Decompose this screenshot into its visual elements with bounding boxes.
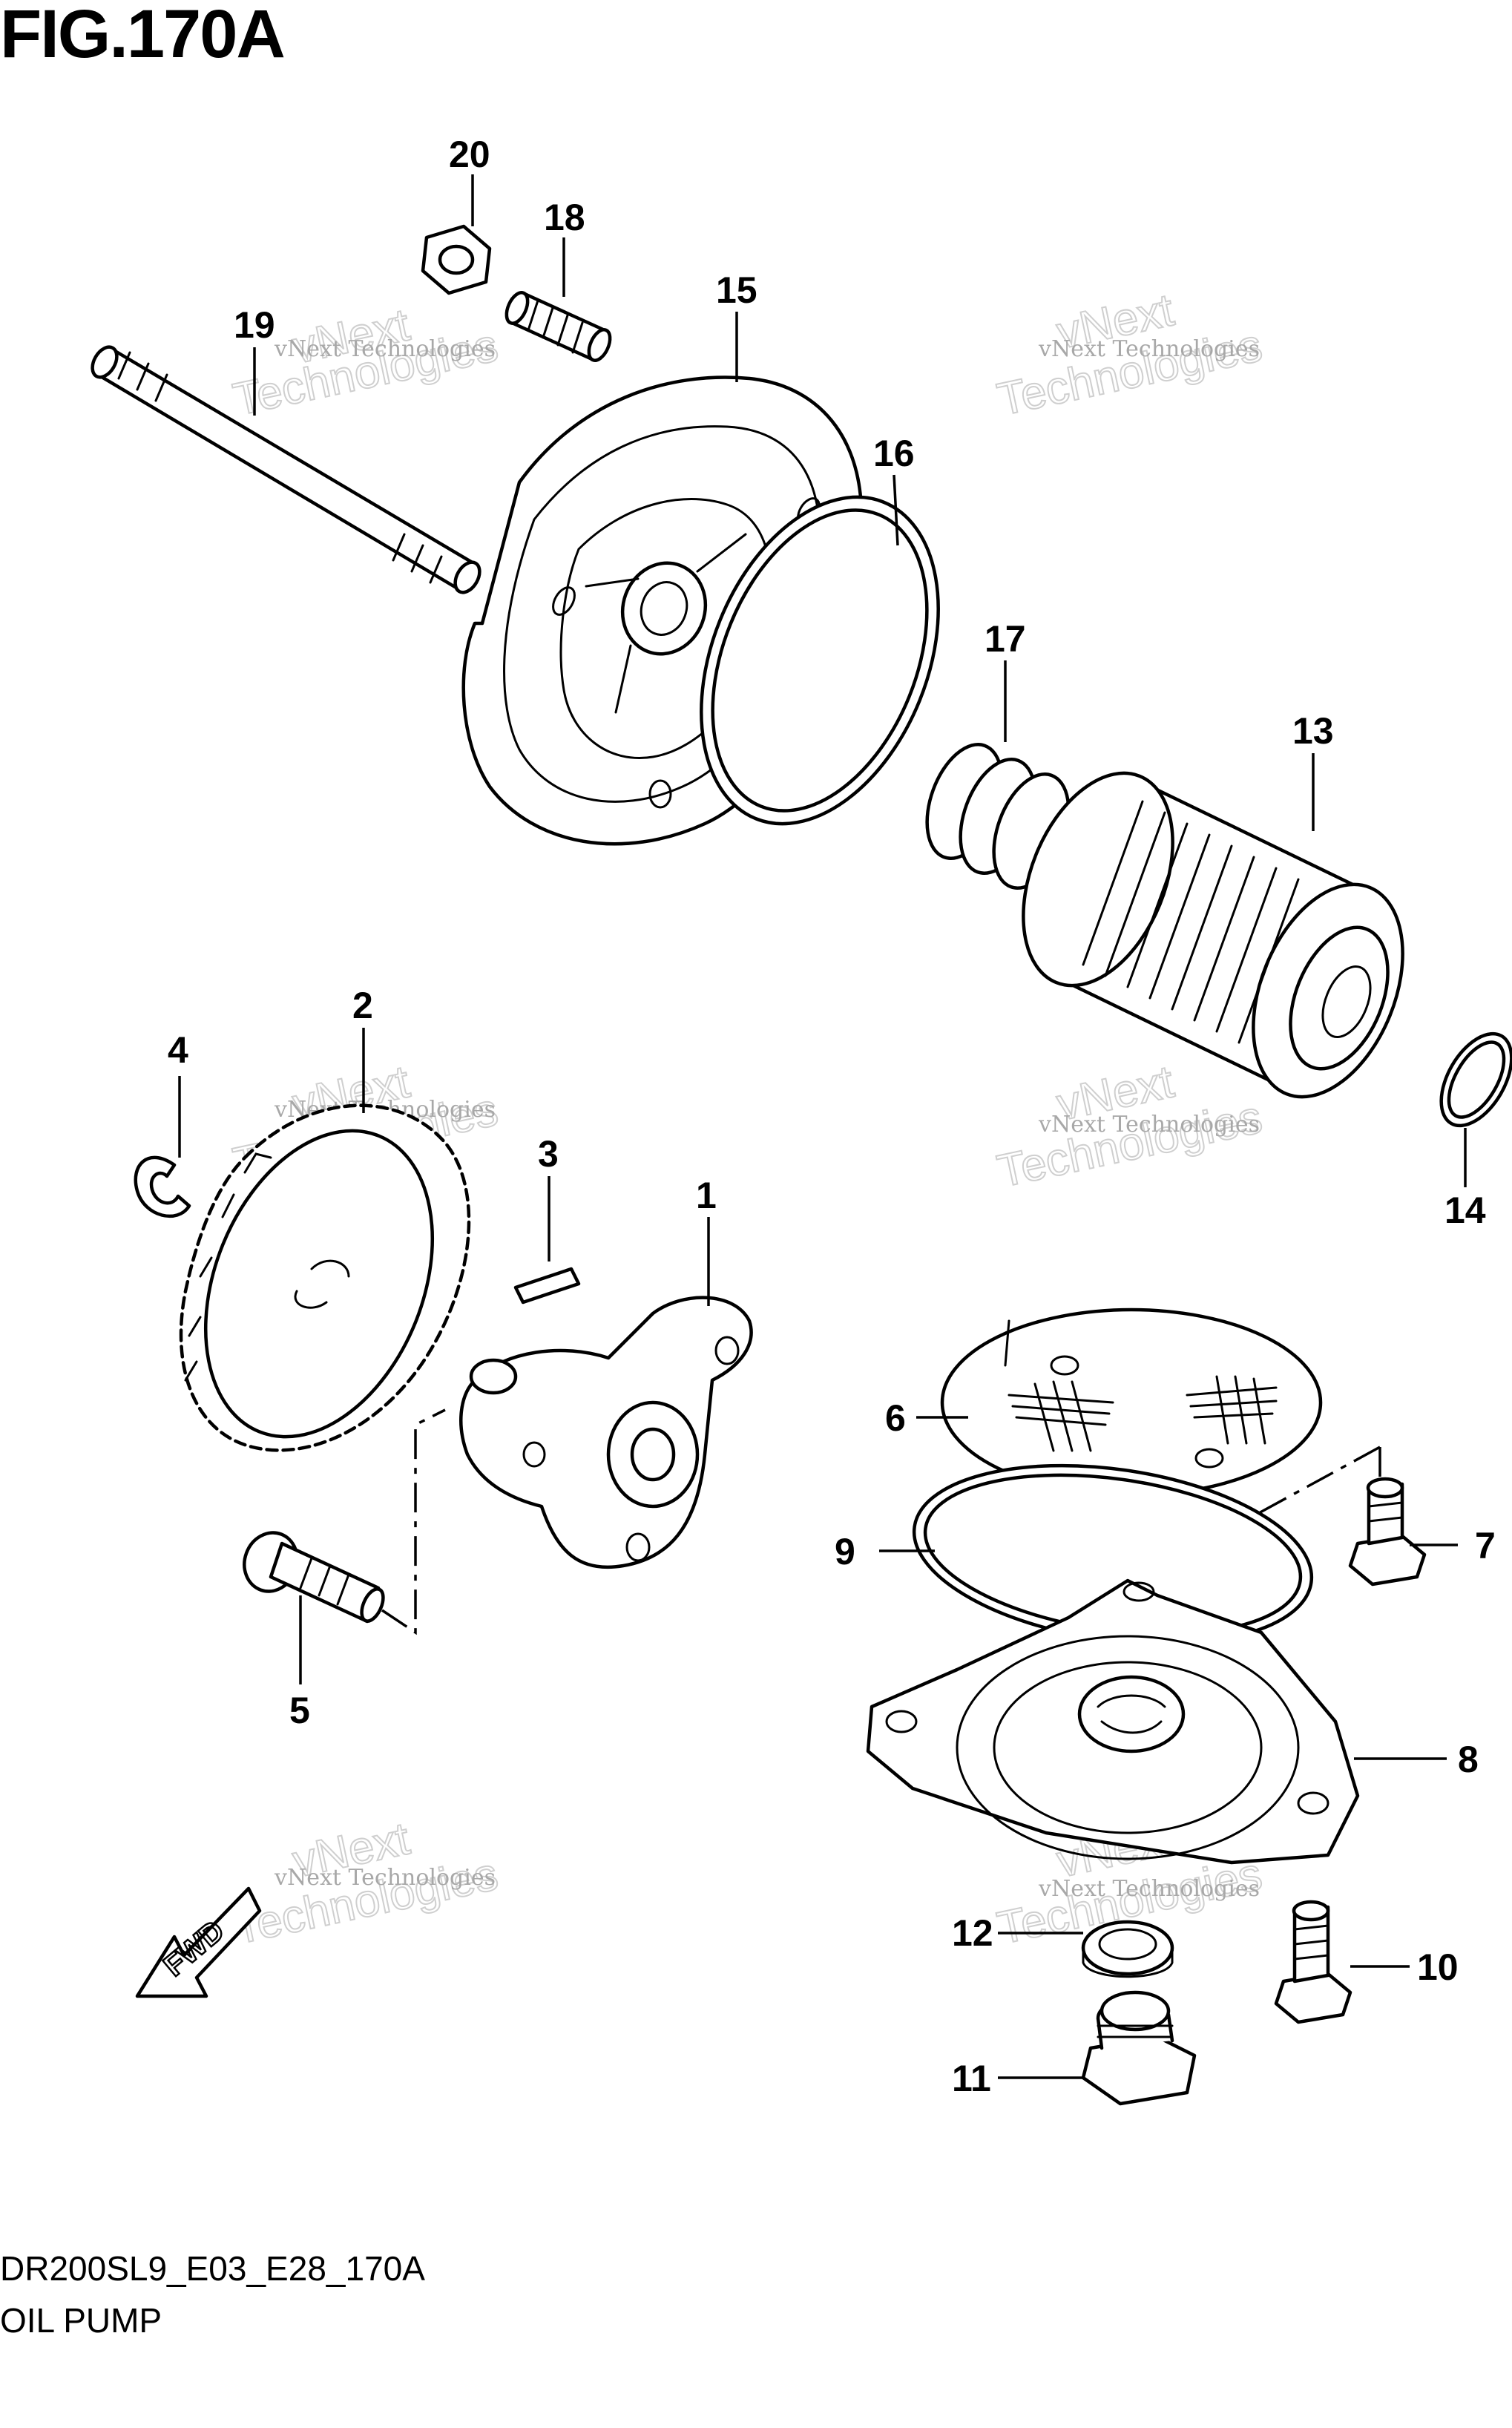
callout-9: 9 [835,1531,855,1572]
svg-text:vNext Technologies: vNext Technologies [274,1865,496,1891]
part-18-short-stud [504,291,612,362]
figure-name: OIL PUMP [0,2301,162,2340]
callout-labels: 20 18 15 19 16 17 13 14 2 4 3 1 5 6 9 7 … [168,134,1496,2099]
figure-title: FIG.170A [0,0,286,72]
part-14-small-o-ring [1439,1031,1512,1128]
part-4-circlip [134,1155,191,1218]
leader-lines [178,174,1467,2079]
callout-20: 20 [449,134,490,175]
svg-text:vNext Technologies: vNext Technologies [274,336,496,362]
svg-text:vNext Technologies: vNext Technologies [1038,1112,1260,1138]
part-20-nut [421,224,492,295]
part-8-oil-sump-cover [866,1578,1360,1865]
watermark-top-right: Technologies vNext vNext Technologies [993,283,1267,426]
part-19-long-stud [91,345,481,594]
assembly-line-bolt [381,1408,446,1635]
callout-1: 1 [696,1175,717,1216]
callout-7: 7 [1475,1525,1496,1566]
part-11-drain-plug [1081,1990,1197,2106]
part-13-oil-filter [1022,771,1404,1099]
callout-15: 15 [716,269,757,311]
part-6-oil-strainer [940,1307,1323,1497]
part-16-o-ring [700,495,940,826]
watermark-top-left: Technologies vNext vNext Technologies [229,298,503,426]
callout-12: 12 [952,1912,993,1954]
part-10-bolt [1274,1900,1352,2024]
callout-8: 8 [1458,1739,1479,1780]
figure-code: DR200SL9_E03_E28_170A [0,2249,425,2288]
callout-13: 13 [1292,710,1334,752]
callout-3: 3 [538,1133,559,1175]
callout-6: 6 [885,1397,906,1439]
watermark-bottom-left: Technologies vNext vNext Technologies [229,1812,503,1955]
callout-19: 19 [234,304,275,346]
callout-11: 11 [952,2058,991,2099]
part-9-gasket [912,1463,1314,1646]
callout-10: 10 [1417,1946,1459,1988]
part-7-bolt [1348,1477,1427,1587]
part-12-gasket-washer [1081,1920,1174,1978]
part-3-pin [513,1267,581,1305]
svg-text:vNext Technologies: vNext Technologies [1038,336,1260,362]
callout-17: 17 [985,618,1026,660]
watermark-mid-right: Technologies vNext vNext Technologies [993,1055,1267,1198]
callout-2: 2 [352,985,373,1026]
part-1-oil-pump [459,1296,753,1569]
callout-14: 14 [1444,1190,1486,1231]
svg-text:vNext Technologies: vNext Technologies [1038,1876,1260,1902]
part-5-bolt [243,1531,385,1624]
callout-4: 4 [168,1029,188,1071]
callout-18: 18 [544,197,585,238]
callout-5: 5 [289,1690,310,1731]
callout-16: 16 [873,433,915,474]
part-2-pump-gear [179,1103,471,1452]
